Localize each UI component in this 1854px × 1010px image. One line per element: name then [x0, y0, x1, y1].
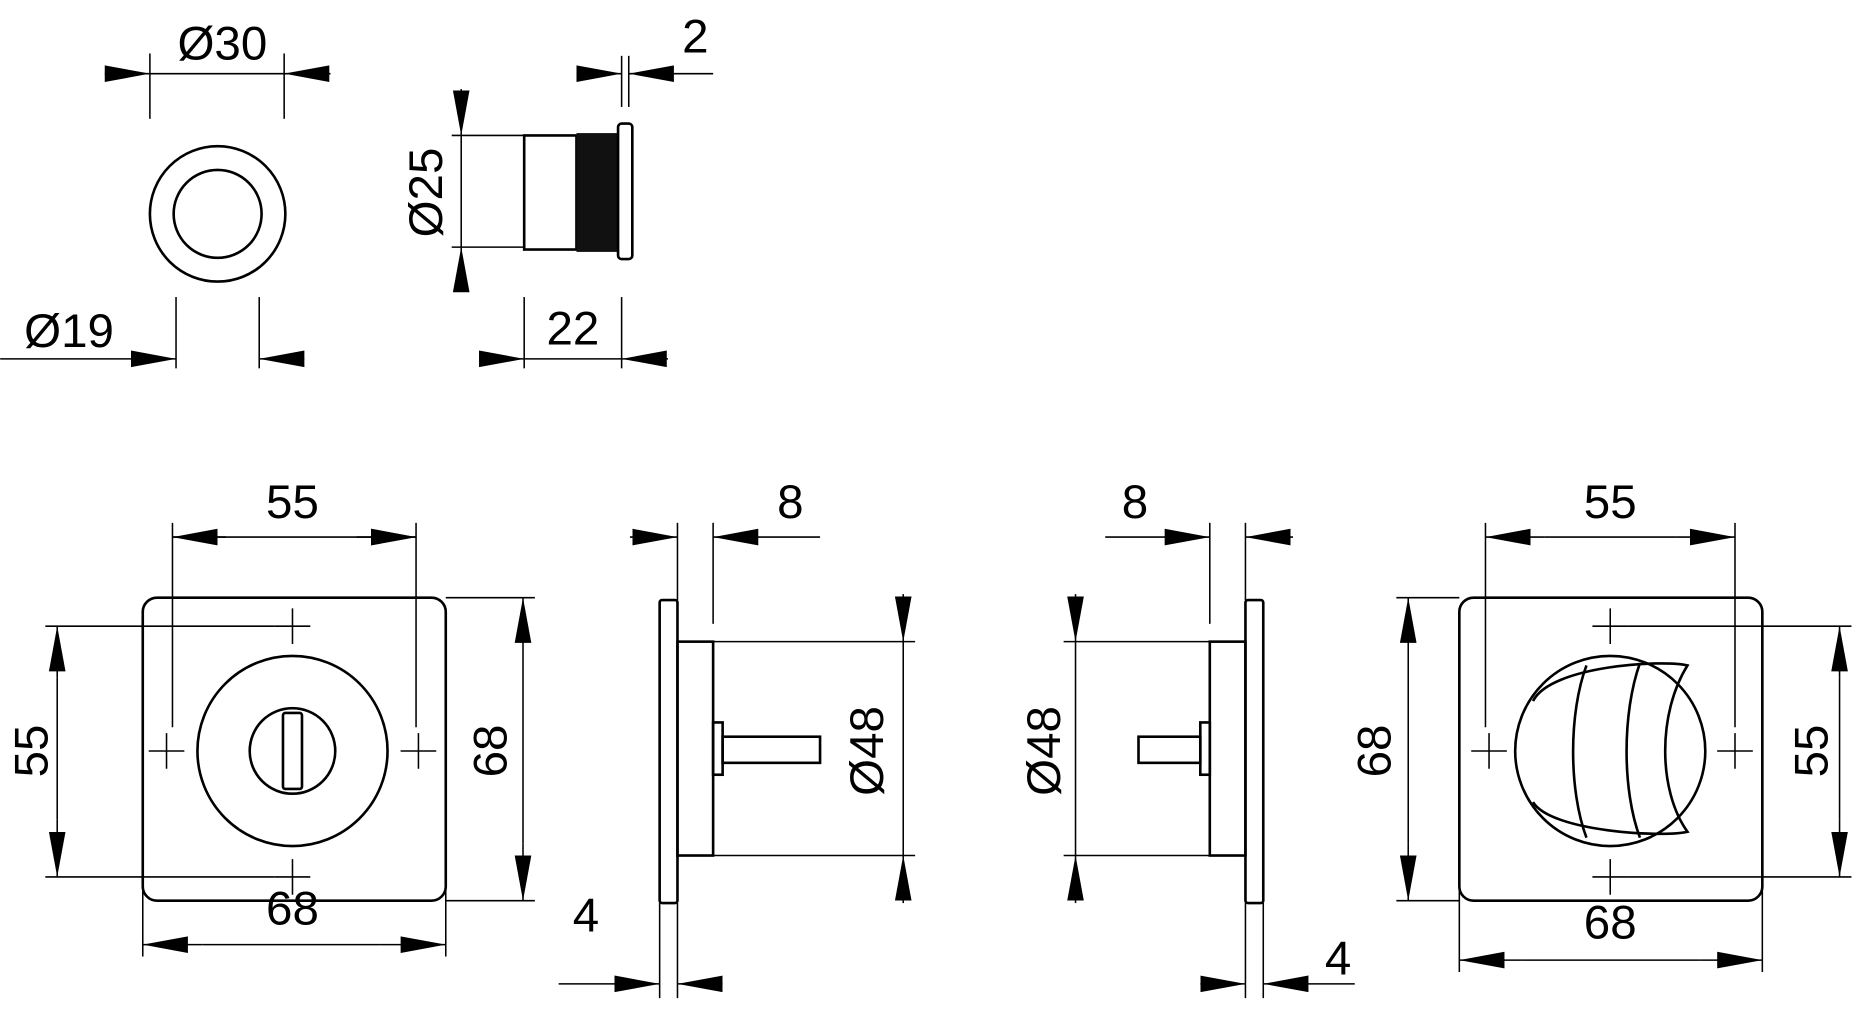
cap-top-view: Ø30 Ø19	[0, 17, 331, 369]
dim-left-width: 68	[266, 882, 319, 935]
dim-left-side-thickness: 4	[573, 890, 599, 943]
dim-cap-flange: 2	[682, 10, 708, 63]
dim-left-hole-spacing-h: 55	[266, 476, 319, 529]
dim-cap-inner-diameter: Ø19	[24, 305, 114, 358]
plate-front-right: 55 68 55 68	[1348, 476, 1852, 972]
dim-cap-outer-diameter: Ø30	[177, 17, 267, 70]
dim-right-width: 68	[1584, 897, 1637, 950]
dim-left-side-diameter: Ø48	[841, 706, 894, 796]
dim-cap-length: 22	[546, 303, 599, 356]
dim-right-side-offset: 8	[1122, 476, 1148, 529]
dim-right-hole-spacing-h: 55	[1584, 476, 1637, 529]
plate-side-right: 8 Ø48 4	[1018, 476, 1355, 999]
dim-left-height: 68	[464, 725, 517, 778]
dim-left-hole-spacing-v: 55	[6, 725, 59, 778]
dim-right-height: 68	[1348, 725, 1401, 778]
plate-side-left: 8 Ø48 4	[558, 476, 916, 999]
plate-front-left: 55 55 68 68	[6, 476, 535, 957]
dim-cap-side-diameter: Ø25	[400, 148, 453, 238]
dim-right-hole-spacing-v: 55	[1786, 725, 1839, 778]
dim-left-side-offset: 8	[777, 476, 803, 529]
dim-right-side-diameter: Ø48	[1018, 706, 1071, 796]
dim-right-side-thickness: 4	[1325, 932, 1351, 985]
cap-side-view: Ø25 2 22	[400, 10, 714, 369]
